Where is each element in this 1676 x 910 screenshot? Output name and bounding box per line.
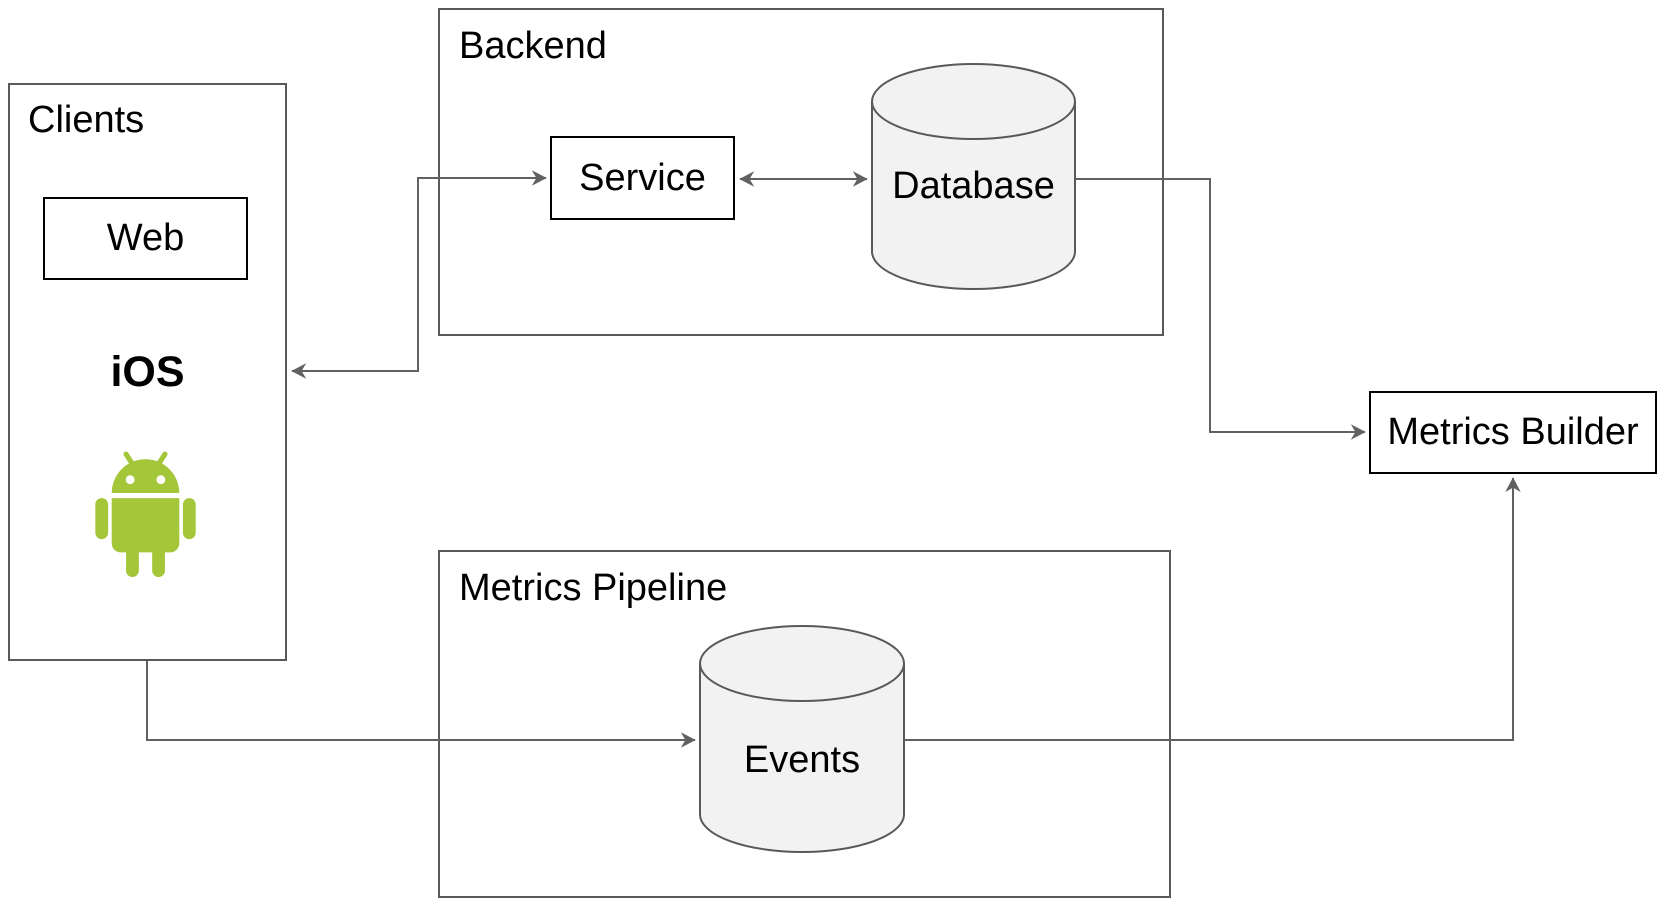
android-robot-icon [95, 451, 196, 577]
backend-container-label: Backend [459, 25, 607, 67]
service-node-label: Service [579, 156, 706, 199]
metrics-pipeline-container-label: Metrics Pipeline [459, 567, 728, 609]
clients-container [8, 83, 287, 661]
clients-container-label: Clients [28, 99, 145, 141]
metrics-builder-node: Metrics Builder [1369, 391, 1657, 474]
database-cylinder [871, 63, 1076, 290]
metrics-builder-node-label: Metrics Builder [1387, 411, 1639, 453]
service-node: Service [550, 136, 735, 220]
events-cylinder [699, 625, 905, 853]
web-node: Web [43, 197, 248, 280]
web-node-label: Web [106, 217, 185, 259]
ios-label: iOS [110, 348, 185, 396]
